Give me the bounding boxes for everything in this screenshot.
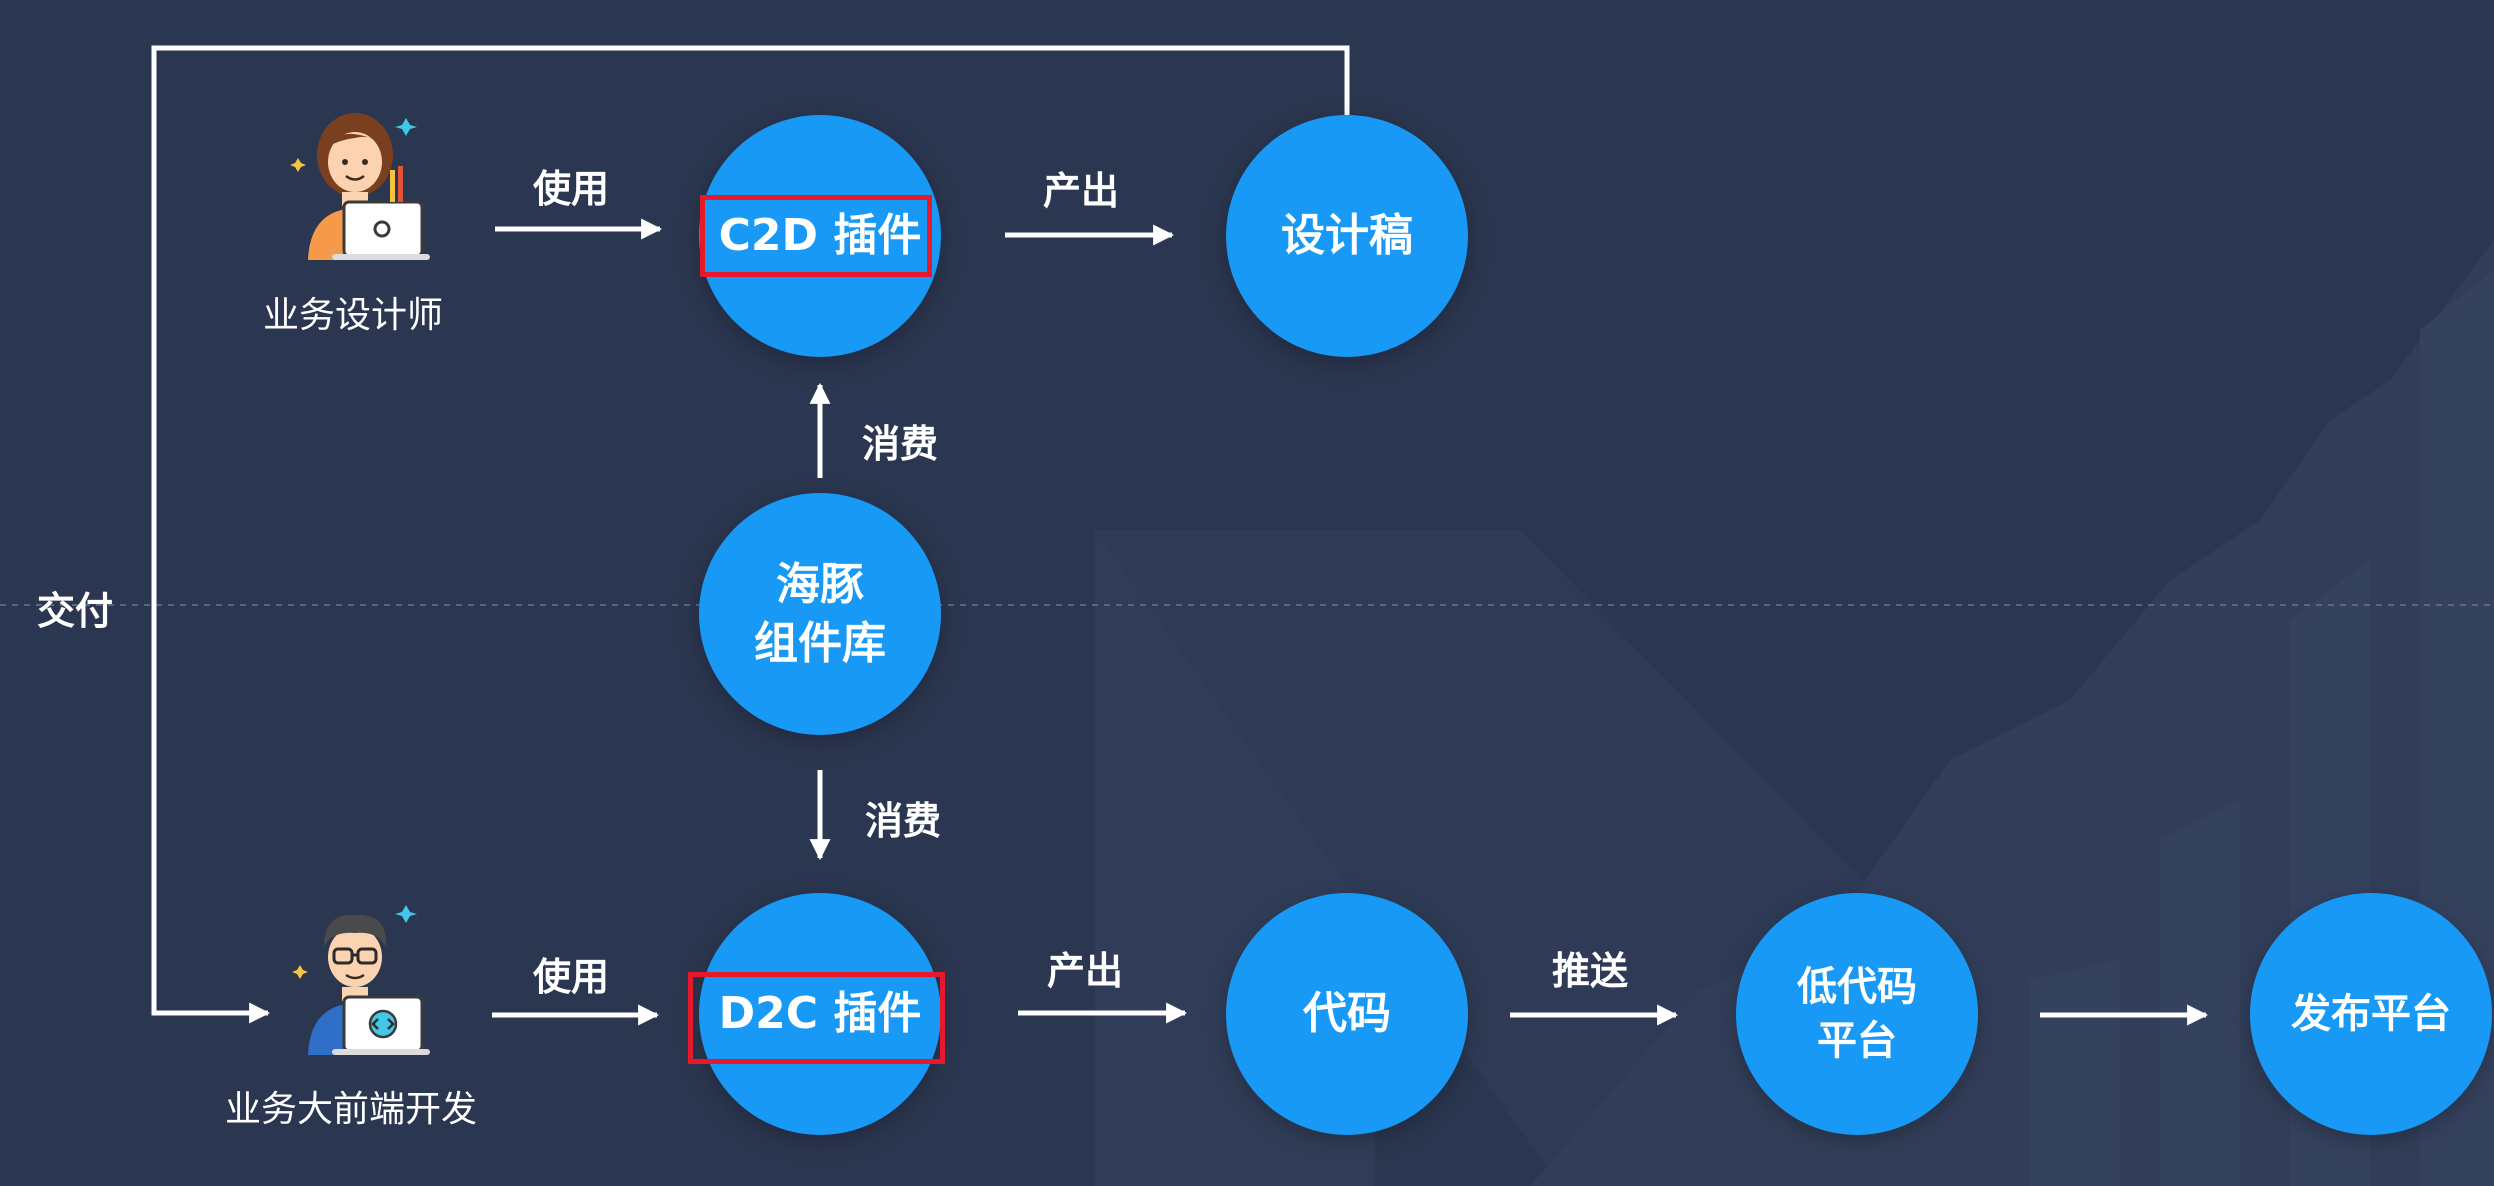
code-node[interactable]: 代码 (1226, 893, 1468, 1135)
designer-role-label: 业务设计师 (262, 295, 444, 336)
design-draft-node[interactable]: 设计稿 (1226, 115, 1468, 357)
developer-with-laptop-icon (292, 905, 430, 1055)
designer-with-laptop-icon (290, 113, 430, 260)
deliver-loop-arrow (151, 45, 1350, 1024)
lowcode-platform-node[interactable]: 低代码 平台 (1736, 893, 1978, 1135)
bg-bar-2 (2160, 800, 2240, 1186)
c2d-plugin-node[interactable]: C2D 插件 (699, 115, 941, 357)
developer-role-label: 业务大前端开发 (224, 1089, 478, 1130)
edge-label-deliver: 交付 (37, 589, 114, 633)
edge-label-lib-to-d2c: 消费 (865, 799, 942, 843)
c2d-highlight-box (700, 195, 932, 277)
d2c-plugin-node[interactable]: D2C 插件 (699, 893, 941, 1135)
edge-label-code-push: 推送 (1552, 949, 1629, 993)
d2c-highlight-box (688, 972, 945, 1064)
publish-platform-node[interactable]: 发布平台 (2250, 893, 2492, 1135)
edge-label-lib-to-c2d: 消费 (862, 422, 939, 466)
bg-skyline (1530, 240, 2494, 1186)
edge-label-designer-use: 使用 (533, 167, 610, 211)
edge-label-c2d-produce: 产出 (1043, 169, 1120, 213)
edge-label-developer-use: 使用 (533, 955, 610, 999)
edge-label-d2c-produce: 产出 (1047, 949, 1124, 993)
dolphin-component-library-node[interactable]: 海豚 组件库 (699, 493, 941, 735)
